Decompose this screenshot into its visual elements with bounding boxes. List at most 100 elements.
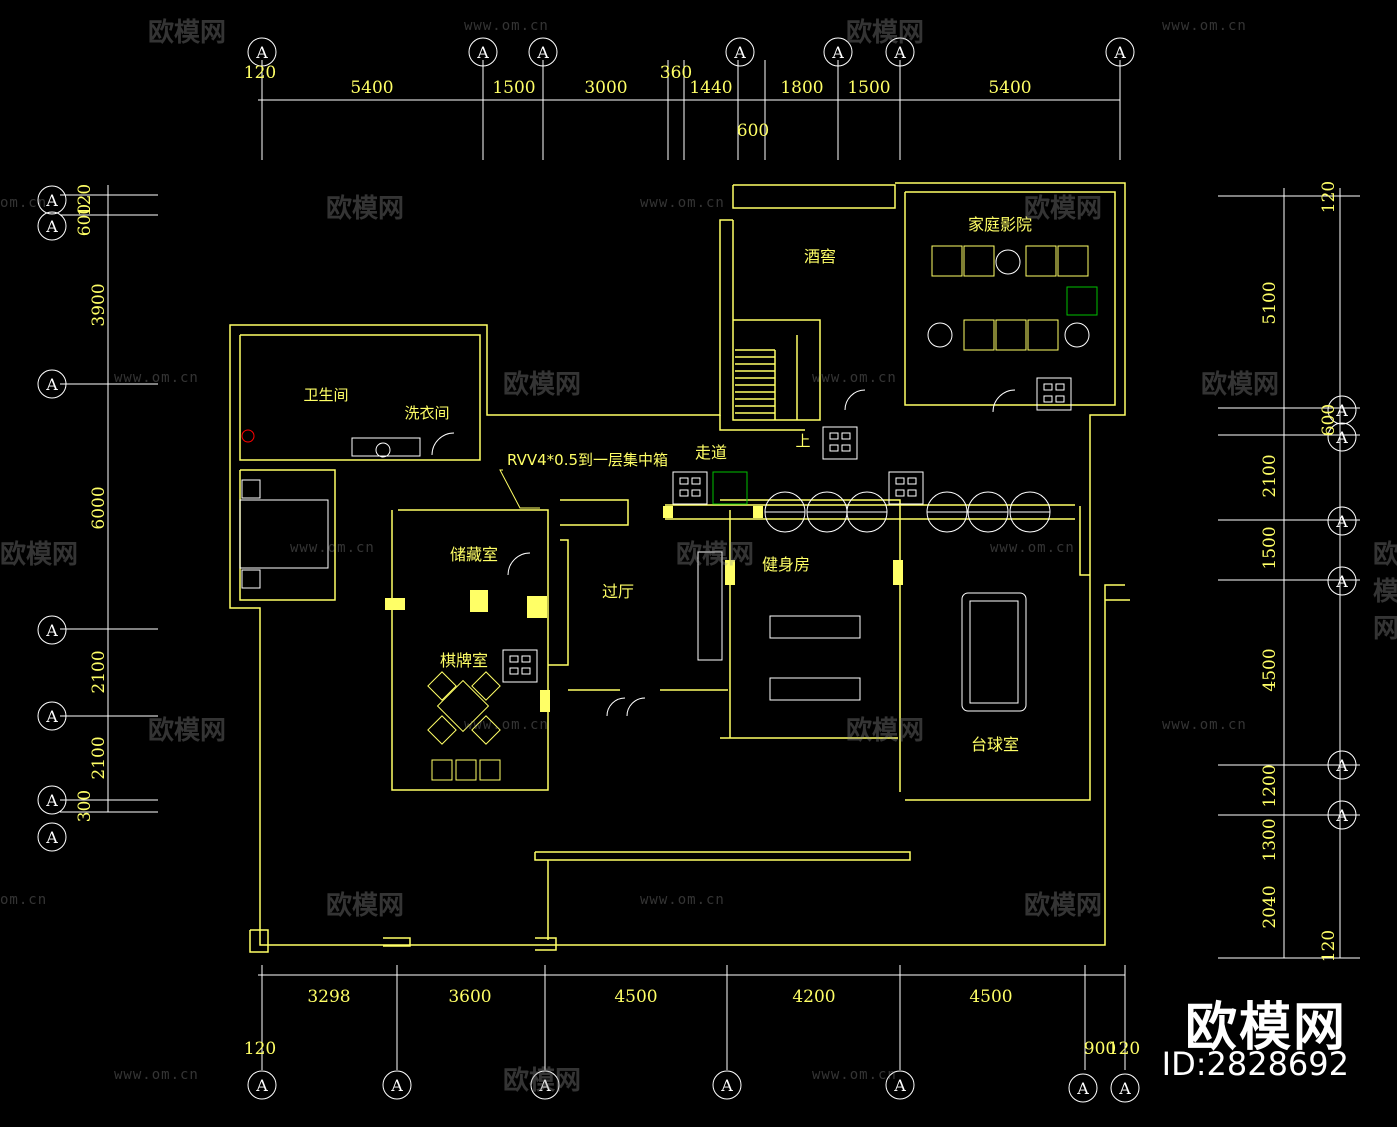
- axis-bubble-label: A: [831, 43, 844, 62]
- door-arc: [992, 389, 1016, 413]
- dim-top-7: 1500: [847, 78, 890, 98]
- dim-left-3: 3900: [89, 283, 109, 326]
- dim-top-1: 5400: [350, 78, 393, 98]
- axis-bubble-label: A: [733, 43, 746, 62]
- stair-up-label: 上: [795, 432, 810, 450]
- room-label-laundry: 洗衣间: [404, 404, 449, 422]
- armchair: [479, 759, 501, 781]
- brand-logo: 欧模网: [1184, 998, 1347, 1058]
- axis-bubble-label: A: [893, 43, 906, 62]
- axis-bubble-label: A: [45, 217, 58, 236]
- door-jamb: [470, 590, 488, 612]
- panel-switch: [691, 489, 701, 497]
- dim-right-3: 600: [1319, 404, 1339, 436]
- stair-enclosure: [732, 220, 821, 421]
- axis-bubble-label: A: [1113, 43, 1126, 62]
- dimension-lines: [60, 60, 1360, 1070]
- dim-top-2: 1500: [492, 78, 535, 98]
- axis-bubble: [1105, 37, 1135, 67]
- axis-bubble-label: A: [476, 43, 489, 62]
- theater-pouf: [927, 322, 953, 348]
- outer-wall-west-south: [229, 219, 1125, 946]
- dim-bottom-4: 4200: [792, 987, 835, 1007]
- watermark-url: www.om.cn: [464, 717, 549, 733]
- watermark-brand: 欧模网: [1024, 194, 1103, 224]
- nightstand: [241, 479, 261, 499]
- panel-switch: [521, 667, 531, 675]
- dim-top-6: 1800: [780, 78, 823, 98]
- axis-bubble: [37, 822, 67, 852]
- axis-bubble: [247, 37, 277, 67]
- labels: 5400 1500 3000 360 1440 1800 1500 5400 1…: [75, 63, 1339, 1059]
- chess-chair: [471, 671, 501, 701]
- axis-bubble-label: A: [45, 191, 58, 210]
- axis-bubble: [712, 1070, 742, 1100]
- dim-top-4: 360: [660, 63, 692, 83]
- watermark-url: www.om.cn: [1162, 18, 1247, 34]
- axis-bubble: [37, 211, 67, 241]
- step-1: [383, 937, 411, 947]
- corner-post: [249, 929, 269, 953]
- dim-bottom-7: 900: [1084, 1039, 1116, 1059]
- panel-switch: [829, 444, 839, 452]
- axis-bubble-label: A: [536, 43, 549, 62]
- axis-bubble: [37, 615, 67, 645]
- axis-bubble-label: A: [390, 1076, 403, 1095]
- theater-outer-wall: [895, 182, 1126, 801]
- terrace-bar: [534, 851, 911, 861]
- toilet: [375, 442, 391, 458]
- watermark-url: om.cn: [0, 195, 48, 211]
- door-jamb: [385, 598, 405, 610]
- theater-seat: [963, 319, 995, 351]
- panel-switch: [679, 477, 689, 485]
- room-label-corridor: 走道: [695, 443, 727, 462]
- panel-switch: [895, 477, 905, 485]
- axis-bubble: [1327, 422, 1357, 452]
- door-jamb: [540, 690, 550, 712]
- corridor-wall: [719, 415, 805, 431]
- dim-left-1: 120: [75, 184, 95, 216]
- axis-bubble: [1110, 1073, 1140, 1103]
- dim-right-5: 1500: [1260, 526, 1280, 569]
- dim-top-10: 600: [737, 121, 769, 141]
- panel-switch: [895, 489, 905, 497]
- dim-top-5: 1440: [689, 78, 732, 98]
- dim-right-1: 120: [1319, 181, 1339, 213]
- watermark-brand: 欧模网: [503, 370, 582, 400]
- watermark-brand: 欧模网: [148, 18, 227, 48]
- door-jamb: [893, 560, 903, 585]
- watermark-brand: 欧模网: [1201, 370, 1280, 400]
- panel-switch: [1043, 395, 1053, 403]
- billiard-table: [961, 592, 1027, 712]
- door-arc: [507, 552, 531, 576]
- door-jamb: [725, 560, 735, 585]
- storage-chess-block: [391, 509, 549, 791]
- room-label-home-theater: 家庭影院: [968, 215, 1032, 234]
- door-jamb: [753, 506, 763, 518]
- laundry-counter: [351, 437, 421, 457]
- axis-bubble-label: A: [1335, 428, 1348, 447]
- panel-switch: [509, 667, 519, 675]
- panel-switch: [1055, 383, 1065, 391]
- axis-bubble: [247, 1070, 277, 1100]
- axis-bubble-label: A: [255, 43, 268, 62]
- axis-bubble: [468, 37, 498, 67]
- watermark-url: www.om.cn: [464, 18, 549, 34]
- watermark-url: www.om.cn: [640, 195, 725, 211]
- electrical-panel: [1036, 377, 1072, 411]
- armchair: [455, 759, 477, 781]
- watermark-url: www.om.cn: [114, 370, 199, 386]
- theater-seat: [1027, 319, 1059, 351]
- axis-bubble-label: A: [1335, 756, 1348, 775]
- dim-bottom-5: 4500: [969, 987, 1012, 1007]
- bedroom-block: [239, 469, 336, 601]
- dim-left-2: 600: [75, 204, 95, 236]
- electrical-panel: [502, 649, 538, 683]
- axis-bubble-label: A: [45, 791, 58, 810]
- electrical-panel: [822, 426, 858, 460]
- watermark-url: www.om.cn: [812, 370, 897, 386]
- dim-top-3: 3000: [584, 78, 627, 98]
- axis-bubble: [1068, 1073, 1098, 1103]
- electrical-panel: [888, 471, 924, 505]
- panel-switch: [509, 655, 519, 663]
